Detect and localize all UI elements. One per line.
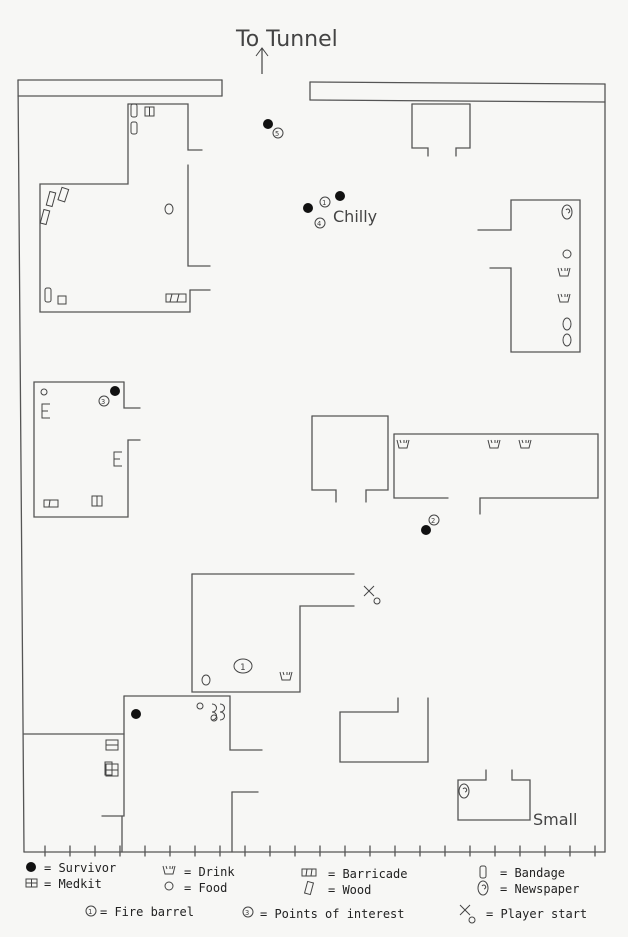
legend-newspaper-icon (477, 880, 489, 896)
shelf-icon (41, 403, 225, 721)
legend-fire-barrel: = Fire barrel (100, 905, 194, 919)
legend-fire-barrel-icon: 1 (85, 905, 97, 917)
survivors (110, 119, 431, 719)
medkit-icon (57, 106, 155, 777)
survivor-icon (335, 191, 345, 201)
survivor-icon (263, 119, 273, 129)
legend-medkit-icon (25, 878, 38, 888)
fire-barrel-icon: 1 (233, 658, 253, 674)
legend-survivor-icon (26, 862, 36, 872)
poi-1: 1 (319, 196, 331, 208)
legend-drink: = Drink (184, 865, 235, 879)
legend: = Survivor = Medkit = Drink = Food = Bar… (25, 861, 587, 924)
barricade-icon (43, 293, 187, 508)
legend-food: = Food (184, 881, 227, 895)
food-icon (40, 203, 572, 722)
svg-text:1: 1 (322, 199, 326, 207)
legend-player-start: = Player start (486, 907, 587, 921)
svg-text:3: 3 (245, 909, 249, 917)
svg-text:1: 1 (88, 908, 92, 916)
chilly-label: Chilly (333, 207, 377, 226)
building-top-left (39, 103, 211, 313)
small-label: Small (533, 810, 577, 829)
legend-medkit: = Medkit (44, 877, 102, 891)
legend-bandage: = Bandage (500, 866, 565, 880)
legend-poi: = Points of interest (260, 907, 405, 921)
legend-food-icon (164, 881, 174, 891)
building-bottom-left (23, 695, 263, 853)
tunnel-arrow-head-icon (255, 47, 269, 57)
poi-3: 3 (98, 395, 110, 407)
newspaper-icon (458, 204, 573, 799)
legend-survivor: = Survivor (44, 861, 116, 875)
building-right-long (393, 433, 599, 515)
drink-icon (279, 267, 571, 681)
legend-wood-icon (303, 880, 315, 896)
legend-player-start-icon (459, 904, 476, 924)
legend-bandage-icon (479, 865, 487, 879)
legend-poi-icon: 3 (242, 906, 254, 918)
svg-text:3: 3 (101, 398, 105, 406)
svg-text:1: 1 (240, 663, 245, 673)
player-start-icon (363, 585, 381, 605)
building-top-middle (411, 103, 471, 157)
survivor-icon (421, 525, 431, 535)
svg-text:4: 4 (317, 220, 321, 228)
survivor-icon (131, 709, 141, 719)
poi-2: 2 (428, 514, 440, 526)
building-right-tall (477, 199, 581, 353)
legend-newspaper: = Newspaper (500, 882, 579, 896)
poi-4: 4 (314, 217, 326, 229)
legend-barricade: = Barricade (328, 867, 407, 881)
building-bottom-right-small (457, 769, 531, 821)
svg-text:5: 5 (275, 130, 279, 138)
building-center-large (191, 573, 355, 693)
legend-barricade-icon (301, 868, 317, 877)
building-middle-small (311, 415, 389, 503)
map-title: To Tunnel (235, 27, 338, 52)
bottom-ticks (44, 845, 596, 857)
svg-text:2: 2 (431, 517, 435, 525)
building-left-middle (33, 381, 141, 518)
poi-5: 5 (272, 127, 284, 139)
building-bottom-middle (339, 697, 429, 763)
survivor-icon (303, 203, 313, 213)
survivor-icon (110, 386, 120, 396)
wood-icon (39, 186, 113, 776)
legend-wood: = Wood (328, 883, 371, 897)
legend-drink-icon (162, 865, 176, 875)
bandage-icon (44, 103, 138, 303)
outer-boundary (17, 79, 606, 853)
